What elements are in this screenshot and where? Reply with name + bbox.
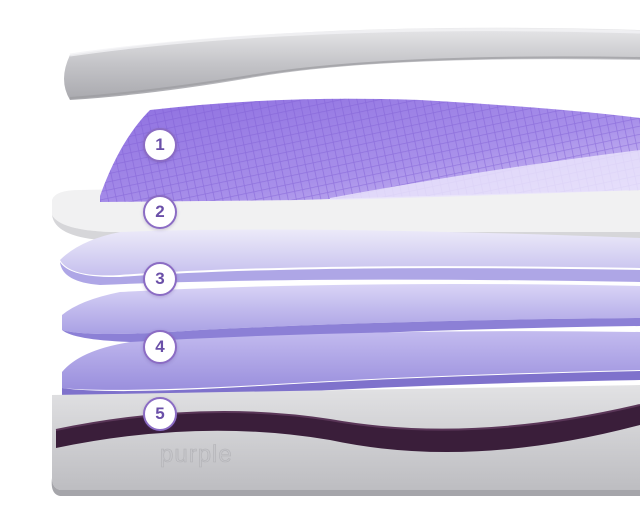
- foam-layer-upper: [60, 229, 640, 285]
- foam-layer-lower: [62, 331, 640, 398]
- foam-layer-middle: [62, 284, 640, 343]
- mattress-top-cover: [64, 27, 640, 100]
- purple-logo: purple: [160, 441, 233, 468]
- layer-badge-1: 1: [143, 128, 177, 162]
- layer-badge-5: 5: [143, 397, 177, 431]
- layer-badge-3: 3: [143, 262, 177, 296]
- layer-badge-4: 4: [143, 330, 177, 364]
- layer-badge-2: 2: [143, 195, 177, 229]
- mattress-base-layer: [51, 385, 640, 496]
- purple-grid-layer: [100, 98, 640, 202]
